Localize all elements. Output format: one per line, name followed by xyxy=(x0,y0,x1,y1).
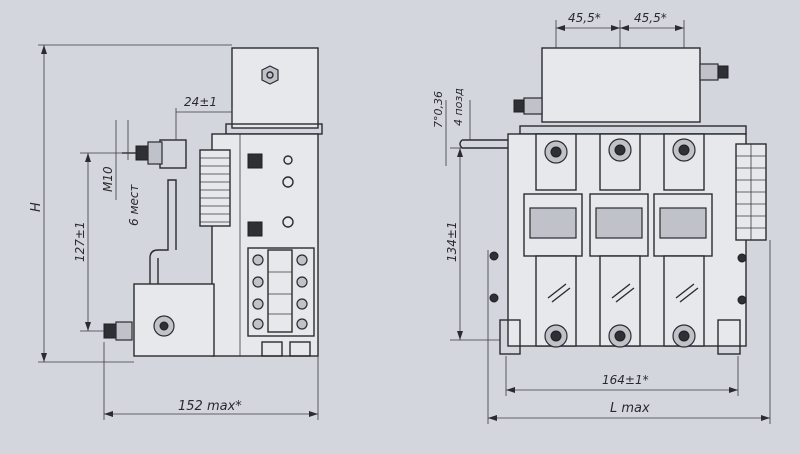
front-foot-left xyxy=(499,319,521,355)
front-dimensions xyxy=(445,20,771,424)
side-screw-1 xyxy=(247,153,263,169)
side-arm xyxy=(149,179,177,284)
dim-angle-label: 7°0,36 xyxy=(432,91,445,128)
dim-pitch-left-label: 45,5* xyxy=(568,11,601,25)
side-upper-nut xyxy=(135,145,149,161)
dim-mount-label: 127±1 xyxy=(73,221,87,262)
dim-width-label: 152 max* xyxy=(178,399,242,414)
side-base-block xyxy=(133,283,215,357)
dim-pitch-right-label: 45,5* xyxy=(634,11,667,25)
front-top-flange xyxy=(519,125,747,135)
front-housing-connector-left xyxy=(513,97,543,115)
front-screw-l2 xyxy=(489,293,499,303)
side-arc-chute xyxy=(199,149,231,227)
front-screw-r2 xyxy=(737,295,747,305)
side-upper-bracket xyxy=(159,139,187,169)
dim-places-label: 6 мест xyxy=(127,184,141,226)
front-terminal-strip xyxy=(735,143,767,241)
side-coil-housing xyxy=(231,47,319,129)
front-pole-1 xyxy=(523,133,583,348)
side-top-nut xyxy=(261,65,279,85)
front-left-rod xyxy=(459,139,510,149)
dim-mount-height-label: 134±1 xyxy=(445,221,459,262)
side-lower-nut xyxy=(103,323,117,339)
front-pole-3 xyxy=(653,133,713,348)
front-pole-2 xyxy=(589,133,649,348)
front-screw-r1 xyxy=(737,253,747,263)
front-housing-connector-right xyxy=(699,63,729,81)
front-coil-housing xyxy=(541,47,701,123)
side-view: H 127±1 M10 6 мест 24±1 152 max* xyxy=(29,44,323,420)
side-aux-contacts xyxy=(247,247,315,337)
front-foot-right xyxy=(717,319,741,355)
dim-positions-label: 4 позд xyxy=(452,88,465,126)
dim-thread-label: M10 xyxy=(101,166,115,192)
side-screw-2 xyxy=(247,221,263,237)
dim-height-label: H xyxy=(29,202,44,212)
front-view: 45,5* 45,5* 7°0,36 4 позд 134±1 164±1* L… xyxy=(432,11,771,424)
front-screw-l1 xyxy=(489,251,499,261)
dim-bracket-label: 24±1 xyxy=(184,95,217,109)
dim-length-label: L max xyxy=(610,401,650,416)
side-dimensions xyxy=(38,44,319,420)
dim-holes-label: 164±1* xyxy=(602,373,649,387)
